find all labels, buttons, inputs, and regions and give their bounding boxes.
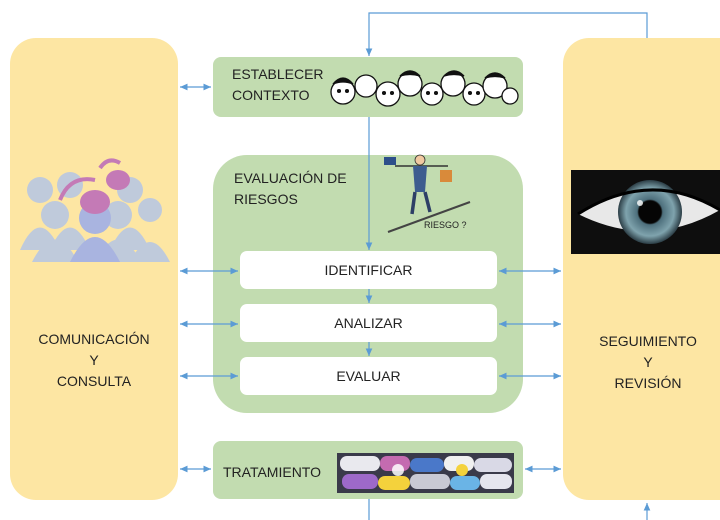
monitoring-line1: SEGUIMIENTO [599, 333, 697, 349]
tightrope-walker-icon [384, 154, 471, 233]
bidirectional-arrows [180, 83, 561, 473]
communication-panel [10, 38, 178, 500]
risk-caption: RIESGO ? [424, 220, 467, 230]
people-talking-icon [20, 158, 170, 262]
eye-icon [571, 170, 720, 254]
evaluation-line2: RIESGOS [234, 191, 298, 207]
communication-line2: Y [89, 352, 99, 368]
identify-step: IDENTIFICAR [240, 251, 497, 289]
evaluate-label: EVALUAR [336, 368, 401, 384]
main-flow-arrows [365, 117, 651, 520]
context-line2: CONTEXTO [232, 87, 310, 103]
analyze-label: ANALIZAR [334, 315, 403, 331]
feedback-loop-arrow [365, 12, 648, 56]
identify-label: IDENTIFICAR [324, 262, 413, 278]
crowd-sketch-icon [330, 70, 519, 107]
monitoring-line2: Y [643, 354, 653, 370]
monitoring-panel [563, 38, 720, 500]
evaluation-line1: EVALUACIÓN DE [234, 170, 347, 186]
context-line1: ESTABLECER [232, 66, 324, 82]
context-label: ESTABLECER CONTEXTO [232, 64, 324, 106]
communication-line1: COMUNICACIÓN [38, 331, 150, 347]
analyze-step: ANALIZAR [240, 304, 497, 342]
evaluate-step: EVALUAR [240, 357, 497, 395]
monitoring-line3: REVISIÓN [614, 375, 682, 391]
evaluation-label: EVALUACIÓN DE RIESGOS [234, 168, 347, 210]
communication-label: COMUNICACIÓN Y CONSULTA [22, 329, 166, 392]
treatment-label: TRATAMIENTO [223, 464, 321, 480]
monitoring-label: SEGUIMIENTO Y REVISIÓN [578, 331, 718, 394]
communication-line3: CONSULTA [56, 373, 132, 389]
pills-icon [337, 453, 514, 493]
